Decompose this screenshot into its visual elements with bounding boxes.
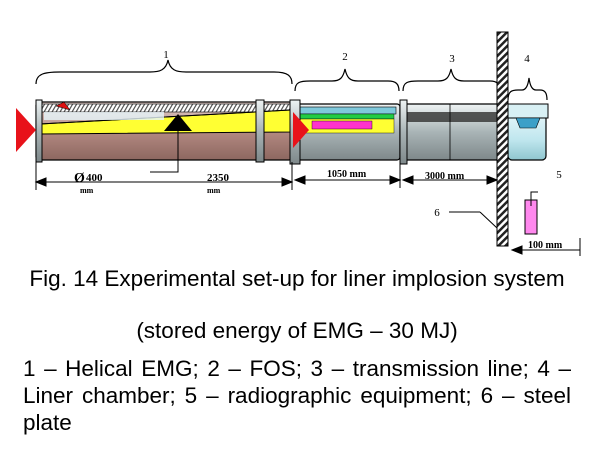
brace-2 (294, 68, 400, 92)
figure-caption-subtitle: (stored energy of EMG – 30 MJ) (136, 318, 458, 343)
brace-3 (402, 68, 501, 92)
transmission-line (399, 99, 501, 165)
label-part-6: 6 (434, 207, 440, 219)
label-part-5: 5 (556, 169, 562, 181)
dim-len-tl: 3000 mm (425, 171, 465, 182)
steel-plate[interactable] (496, 31, 509, 247)
dim-len-radio: 100 mm (528, 240, 563, 251)
label-part-3: 3 (449, 53, 455, 65)
input-arrow-left (16, 108, 36, 152)
diameter-symbol: Ø (74, 171, 85, 186)
setup-diagram: 1 2 3 4 5 6 (16, 31, 581, 256)
label-part-1: 1 (163, 49, 169, 61)
dim-len-fos: 1050 mm (327, 169, 367, 180)
figure-caption-title: Fig. 14 Experimental set-up for liner im… (29, 266, 565, 291)
dim-diameter-unit: mm (80, 186, 94, 195)
dim-diameter: 400 (86, 172, 103, 184)
input-arrow-mid (293, 112, 309, 148)
figure-caption-legend: 1 – Helical EMG; 2 – FOS; 3 – transmissi… (23, 356, 571, 435)
liner-chamber (505, 103, 549, 161)
dimension-lines (34, 160, 581, 256)
label-part-4: 4 (524, 53, 530, 65)
detonator-marker (164, 114, 192, 131)
brace-4 (507, 77, 548, 101)
leader-line-plate-2 (479, 211, 498, 229)
dim-len-emg: 2350 (207, 172, 230, 184)
leader-line-radio (530, 191, 538, 206)
dim-len-emg-unit: mm (207, 186, 221, 195)
brace-1 (35, 59, 293, 85)
leader-line-detonator (150, 131, 179, 173)
label-part-2: 2 (342, 51, 348, 63)
